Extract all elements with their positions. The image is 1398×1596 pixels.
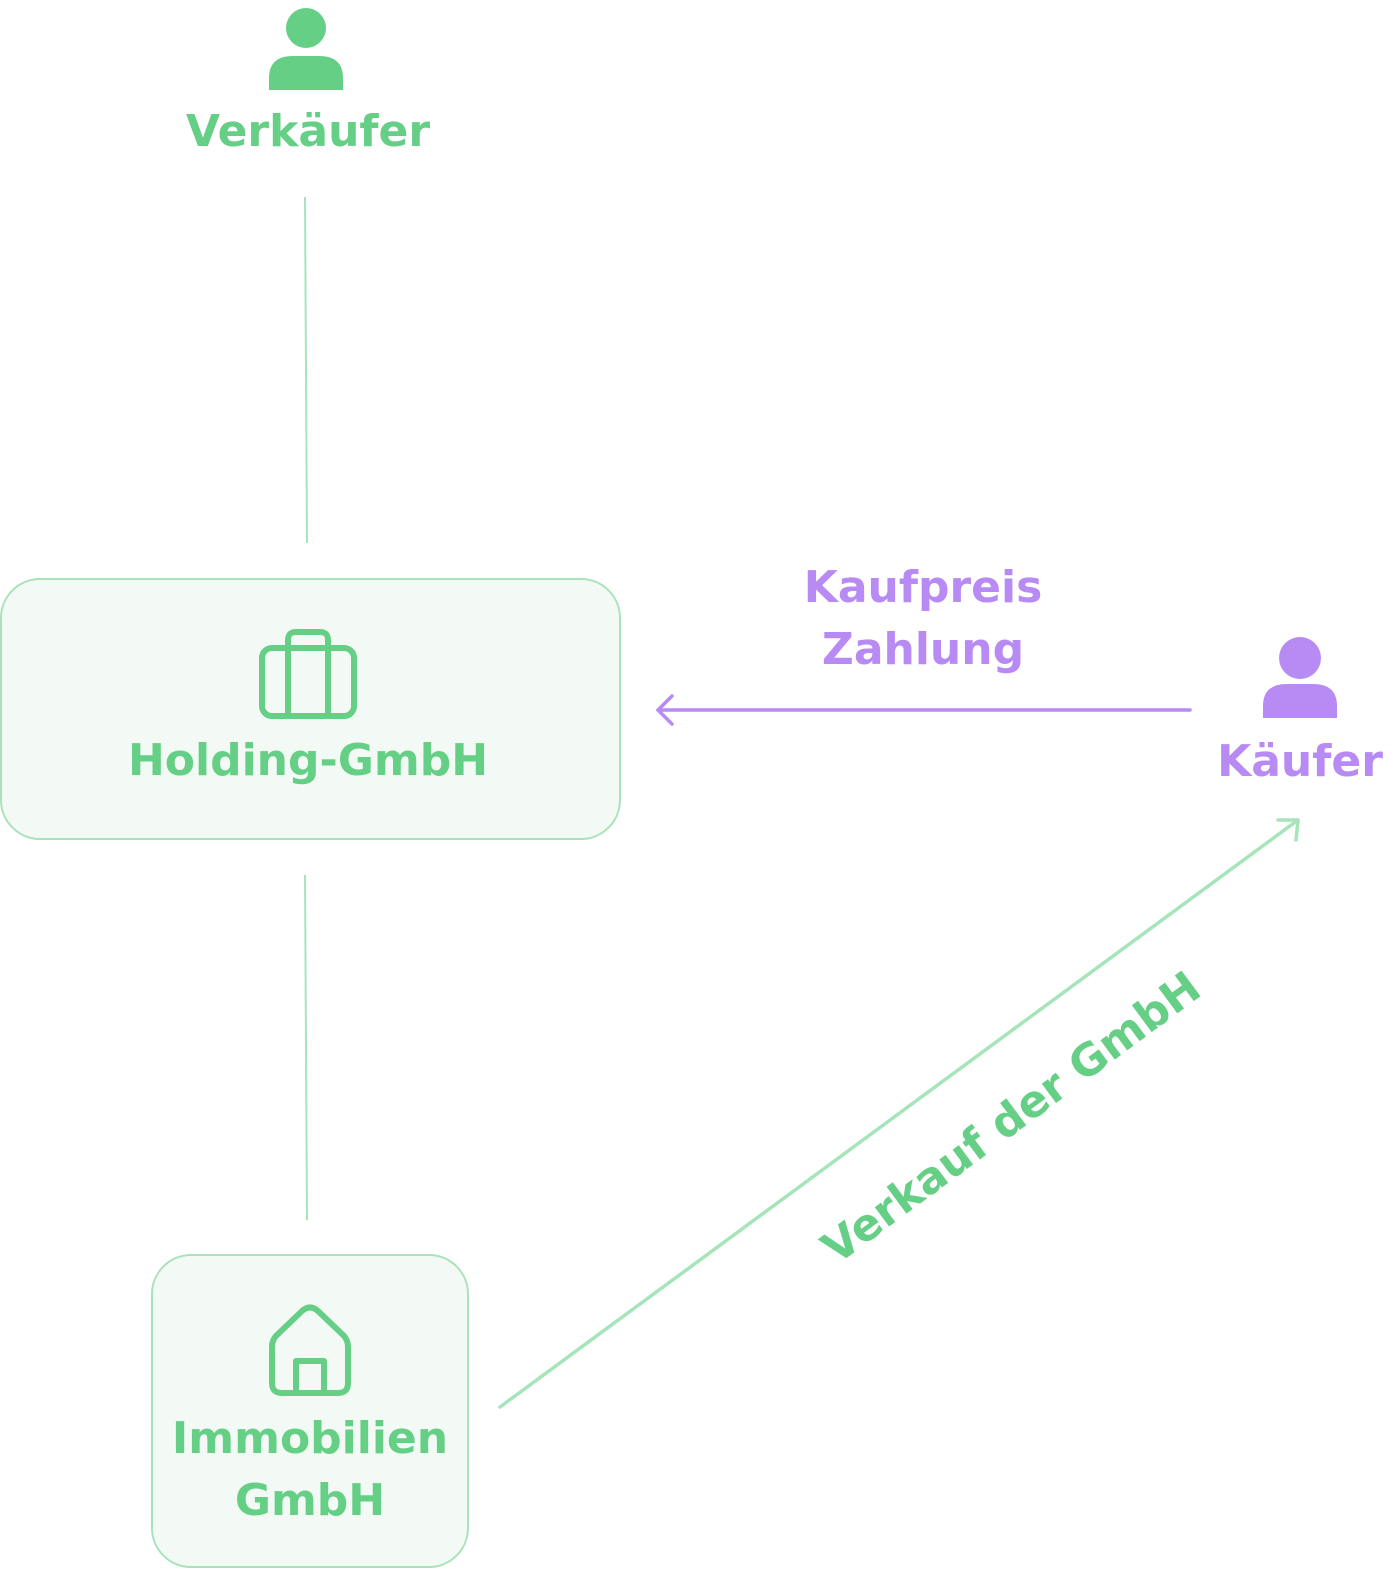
payment-arrow bbox=[656, 694, 1192, 726]
seller-holding-connector bbox=[304, 196, 308, 544]
payment-label-line2: Zahlung bbox=[821, 624, 1025, 675]
buyer-label: Käufer bbox=[1217, 736, 1383, 787]
holding-gmbh-label: Holding-GmbH bbox=[127, 735, 489, 786]
buyer-person-icon bbox=[1261, 636, 1339, 720]
payment-label-line1: Kaufpreis bbox=[803, 562, 1043, 613]
briefcase-icon bbox=[258, 628, 358, 720]
sale-arrow bbox=[498, 818, 1300, 1409]
seller-person-icon bbox=[267, 8, 345, 92]
property-gmbh-label-line2: GmbH bbox=[234, 1475, 386, 1526]
seller-label: Verkäufer bbox=[185, 106, 431, 157]
holding-gmbh-box bbox=[0, 578, 621, 840]
holding-property-connector bbox=[304, 874, 308, 1221]
house-icon bbox=[268, 1303, 352, 1397]
property-gmbh-label-line1: Immobilien bbox=[171, 1413, 449, 1464]
